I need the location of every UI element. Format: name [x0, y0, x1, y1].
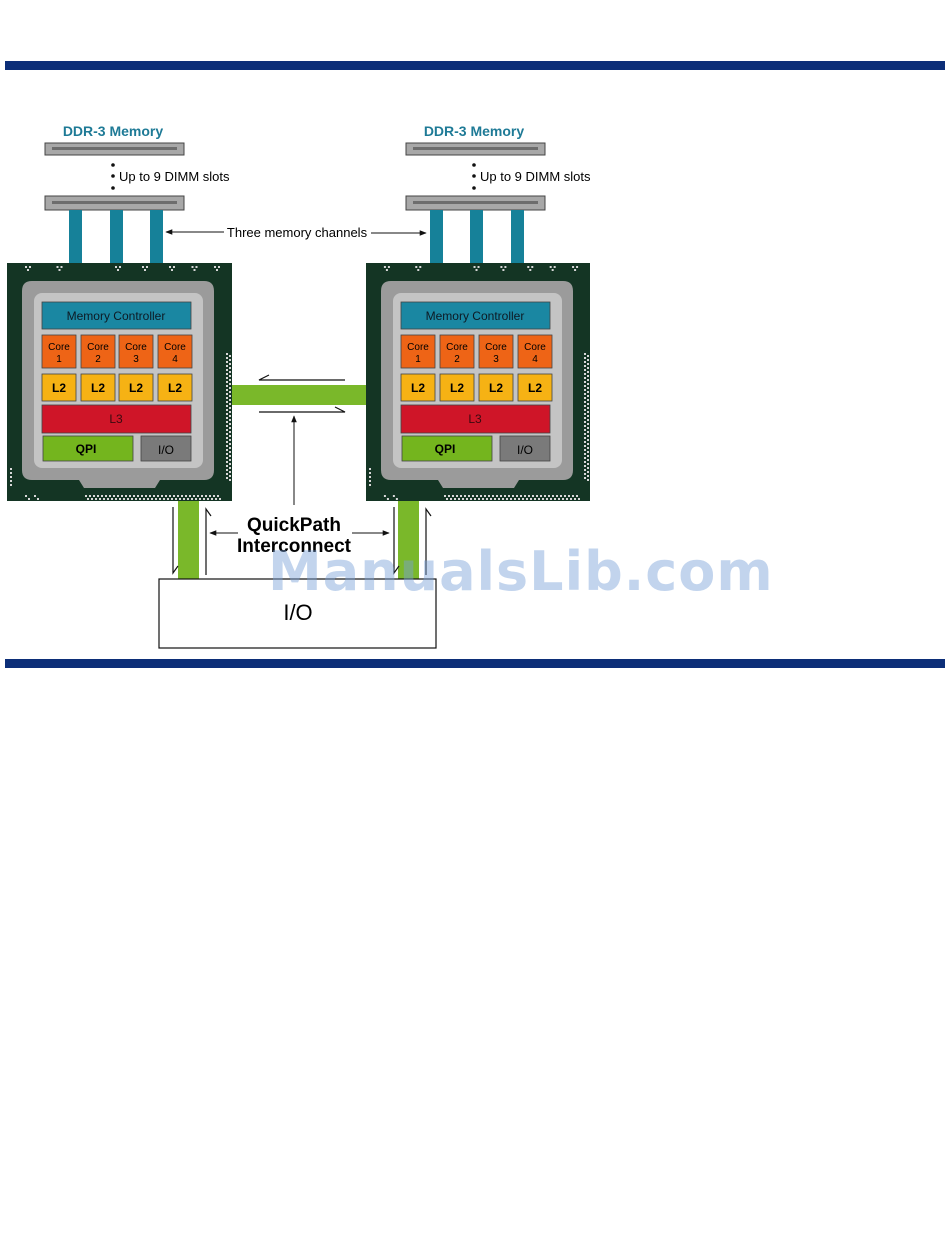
memory-channel	[69, 210, 82, 263]
l3-label: L3	[468, 412, 482, 426]
memory-channel	[470, 210, 483, 263]
core-label: Core	[446, 342, 468, 353]
core-label: Core	[524, 342, 546, 353]
l2-label: L2	[528, 381, 542, 395]
link-arrow-right	[259, 407, 345, 412]
dimm-module-bottom	[45, 196, 184, 210]
core-label: Core	[485, 342, 507, 353]
core-label: Core	[407, 342, 429, 353]
memory-controller-label: Memory Controller	[67, 309, 166, 323]
l2-label: L2	[129, 381, 143, 395]
l3-label: L3	[109, 412, 123, 426]
memory-channels-label: Three memory channels	[227, 225, 368, 240]
io-label: I/O	[158, 443, 174, 457]
dimm-ellipsis-dots	[111, 163, 115, 190]
core-number: 2	[95, 354, 101, 365]
processor-left: DDR-3 Memory Up to 9 DIMM slots Memory C…	[7, 123, 232, 501]
l2-label: L2	[450, 381, 464, 395]
l2-label: L2	[52, 381, 66, 395]
memory-controller-label: Memory Controller	[426, 309, 525, 323]
core-number: 1	[56, 354, 62, 365]
qpi-label: QPI	[76, 442, 97, 456]
core-label: Core	[125, 342, 147, 353]
dimm-module-top	[406, 143, 545, 155]
link-arrow-left	[259, 375, 345, 380]
dimm-note: Up to 9 DIMM slots	[119, 169, 230, 184]
core-label: Core	[164, 342, 186, 353]
l2-label: L2	[91, 381, 105, 395]
qpi-label: QPI	[435, 442, 456, 456]
watermark: ManualsLib.com	[268, 540, 774, 603]
memory-channel	[110, 210, 123, 263]
l2-label: L2	[168, 381, 182, 395]
core-label: Core	[48, 342, 70, 353]
quickpath-label: QuickPath	[247, 515, 341, 536]
memory-channel	[150, 210, 163, 263]
core-label: Core	[87, 342, 109, 353]
memory-title: DDR-3 Memory	[63, 123, 164, 139]
dimm-ellipsis-dots	[472, 163, 476, 190]
io-label: I/O	[517, 443, 533, 457]
core-number: 3	[133, 354, 139, 365]
dimm-module-bottom	[406, 196, 545, 210]
core-number: 4	[532, 354, 538, 365]
core-number: 1	[415, 354, 421, 365]
qpi-link-processors	[232, 385, 366, 405]
core-number: 3	[493, 354, 499, 365]
core-number: 2	[454, 354, 460, 365]
l2-label: L2	[411, 381, 425, 395]
processor-right: DDR-3 Memory Up to 9 DIMM slots Memory C…	[366, 123, 591, 501]
l2-label: L2	[489, 381, 503, 395]
io-hub-label: I/O	[283, 600, 312, 625]
link-arrow-down	[173, 507, 178, 573]
memory-channel	[430, 210, 443, 263]
core-number: 4	[172, 354, 178, 365]
link-arrow-up	[206, 509, 211, 575]
dimm-module-top	[45, 143, 184, 155]
dimm-note: Up to 9 DIMM slots	[480, 169, 591, 184]
qpi-link-left-io	[178, 501, 199, 579]
memory-title: DDR-3 Memory	[424, 123, 525, 139]
memory-channel	[511, 210, 524, 263]
footer-rule	[5, 659, 945, 668]
